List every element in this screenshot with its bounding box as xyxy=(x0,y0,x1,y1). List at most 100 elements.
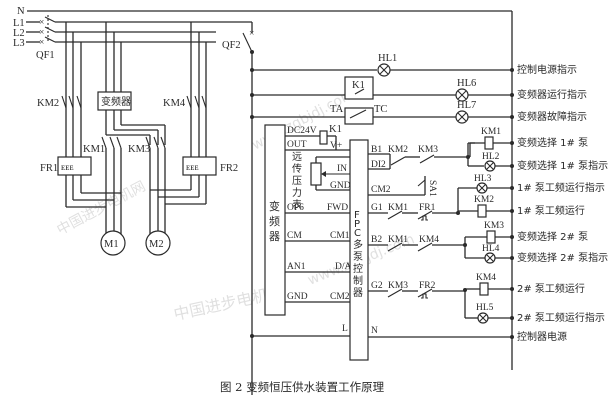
terminal-cm2-right: CM2 xyxy=(371,185,391,195)
terminal-g1: G1 xyxy=(371,203,383,213)
line-label-l2: L2 xyxy=(13,28,25,39)
terminal-di2: DI2 xyxy=(371,160,386,170)
svg-text:×: × xyxy=(39,18,44,28)
terminal-b1: B1 xyxy=(371,145,382,155)
label-pump2-line-run: 2# 泵工频运行 xyxy=(517,282,585,295)
k1-label: K1 xyxy=(352,80,365,91)
k1-relay-box xyxy=(344,76,374,100)
figure-caption: 图 2 变频恒压供水装置工作原理 xyxy=(220,380,385,394)
terminal-dc24v: DC24V xyxy=(287,126,317,136)
contact-km3-g2: KM3 xyxy=(388,281,408,291)
inverter-vertical-label: 变频器 xyxy=(269,199,280,243)
km1-coil-label: KM1 xyxy=(481,127,501,137)
km4-coil xyxy=(479,282,489,296)
km3-contacts xyxy=(145,136,166,149)
sa1-switch xyxy=(417,179,426,187)
hl4-label: HL4 xyxy=(482,244,500,254)
fr1-thermal-icon xyxy=(421,215,428,221)
fr1-symbol: ᴇᴇᴇ xyxy=(61,163,74,173)
terminal-b2: B2 xyxy=(371,235,382,245)
label-pump1-line-run: 1# 泵工频运行 xyxy=(517,204,585,217)
label-control-power-indicator: 控制电源指示 xyxy=(517,63,577,76)
terminal-in: IN xyxy=(337,164,347,174)
km3-coil xyxy=(486,230,496,244)
fr1-box xyxy=(57,156,92,176)
terminal-op6: OP6 xyxy=(287,203,304,213)
km4-label: KM4 xyxy=(163,98,186,109)
fr2-thermal-icon xyxy=(421,293,428,299)
hl2-label: HL2 xyxy=(482,152,500,162)
km2-label: KM2 xyxy=(37,98,59,109)
km2-coil-label: KM2 xyxy=(474,195,494,205)
hl5-label: HL5 xyxy=(476,303,494,313)
svg-text:×: × xyxy=(39,38,44,48)
contact-km1-b2: KM1 xyxy=(388,235,408,245)
terminal-gnd-sensor: GND xyxy=(330,181,351,191)
power-bus: N L1 L2 L3 × × × QF1 xyxy=(13,6,512,61)
ta-tc-box xyxy=(344,107,374,125)
qf1-label: QF1 xyxy=(36,50,55,61)
terminal-cm2-left: CM2 xyxy=(330,292,350,302)
km2-contacts xyxy=(61,95,82,109)
terminal-g2: G2 xyxy=(371,281,383,291)
line-label-l1: L1 xyxy=(13,18,25,29)
tc-label: TC xyxy=(374,104,387,115)
fr2-label: FR2 xyxy=(220,163,238,174)
km4-contacts xyxy=(186,95,207,109)
label-inverter-run-indicator: 变频器运行指示 xyxy=(517,88,587,101)
terminal-da: D/A xyxy=(335,262,352,272)
terminal-out: OUT xyxy=(287,140,307,150)
terminal-n: N xyxy=(371,326,378,336)
km1-label: KM1 xyxy=(83,144,105,155)
terminal-l: L xyxy=(342,324,348,334)
motor-m2-label: M2 xyxy=(149,239,164,250)
contact-fr1: FR1 xyxy=(419,203,436,213)
km2-coil xyxy=(477,204,487,218)
terminal-cm: CM xyxy=(287,231,302,241)
motor-m1-label: M1 xyxy=(104,239,119,250)
km1-contacts xyxy=(101,136,122,149)
terminal-fwd: FWD xyxy=(327,203,348,213)
terminal-an1: AN1 xyxy=(287,262,306,272)
label-controller-power: 控制器电源 xyxy=(517,330,567,343)
k1-coil xyxy=(319,130,328,145)
hl7-label: HL7 xyxy=(457,100,476,111)
fpc-controller-block xyxy=(349,139,369,361)
contact-km4-b2: KM4 xyxy=(419,235,439,245)
svg-text:×: × xyxy=(249,29,254,39)
km3-label: KM3 xyxy=(128,144,150,155)
hl1-label: HL1 xyxy=(378,53,397,64)
motor-m1 xyxy=(100,230,126,256)
control-circuit: × QF2 HL1 K1 HL6 TA TC HL7 xyxy=(216,11,514,395)
hl3-label: HL3 xyxy=(474,174,492,184)
terminal-gnd: GND xyxy=(287,292,308,302)
terminal-v-plus: V+ xyxy=(330,141,342,151)
contact-fr2: FR2 xyxy=(419,281,436,291)
line-label-l3: L3 xyxy=(13,38,25,49)
k1-coil-label: K1 xyxy=(329,124,342,135)
watermark: 中国进步电机网 xyxy=(54,178,148,238)
ta-label: TA xyxy=(330,104,344,115)
line-label-n: N xyxy=(17,6,25,17)
pressure-sensor xyxy=(310,162,322,186)
km4-coil-label: KM4 xyxy=(476,273,496,283)
label-vf-select-pump1: 变频选择 1# 泵 xyxy=(517,136,588,149)
sa1-label: SA1 xyxy=(427,180,437,197)
pressure-sensor-label: 远传压力表 xyxy=(292,151,302,211)
qf2-switch xyxy=(242,32,253,53)
km1-coil xyxy=(484,136,494,150)
label-pump2-line-run-indicator: 2# 泵工频运行指示 xyxy=(517,311,605,324)
inverter-label: 变频器 xyxy=(101,95,131,108)
contact-km2-b1: KM2 xyxy=(388,145,408,155)
qf1-breaker xyxy=(44,15,56,43)
label-inverter-fault-indicator: 变频器故障指示 xyxy=(517,110,587,123)
km3-coil-label: KM3 xyxy=(484,221,504,231)
hl6-label: HL6 xyxy=(457,78,476,89)
main-circuit: KM2 变频器 KM1 KM3 xyxy=(37,22,238,256)
qf2-label: QF2 xyxy=(222,40,241,51)
motor-m2 xyxy=(145,230,171,256)
label-vf-select-pump2: 变频选择 2# 泵 xyxy=(517,230,588,243)
contact-km3-b1: KM3 xyxy=(418,145,438,155)
